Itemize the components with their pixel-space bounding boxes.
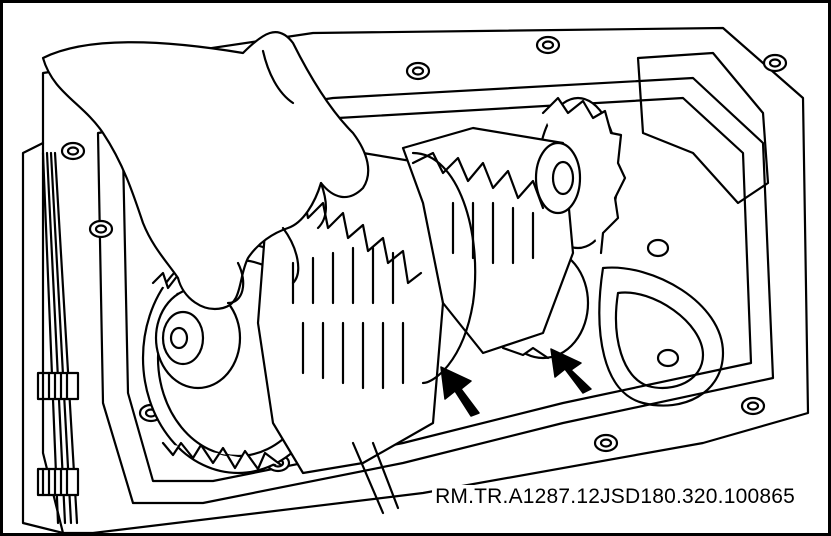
synchro-ring <box>411 151 477 385</box>
left-stud-lower <box>36 467 80 497</box>
reference-code: RM.TR.A1287.12JSD180.320.100865 <box>432 485 798 509</box>
bolt-hole <box>656 348 680 368</box>
housing-bearing-bore <box>598 266 725 407</box>
housing-left-ribs <box>45 151 79 525</box>
housing-left-side <box>21 141 65 533</box>
left-stud-upper <box>36 371 80 401</box>
housing-bearing-inner <box>614 291 705 390</box>
flange-bolt-holes <box>60 35 788 473</box>
mainshaft-gear-third <box>401 126 582 355</box>
transmission-gear-illustration <box>21 26 810 533</box>
mainshaft-rod <box>351 441 400 515</box>
bolt-hole <box>646 238 670 258</box>
hand <box>41 31 370 311</box>
pointer-arrow-icon <box>550 348 592 394</box>
pointer-arrow-icon <box>440 366 480 417</box>
housing-inner-wall <box>96 76 775 505</box>
mainshaft-gear-second <box>256 151 445 475</box>
housing-right-pocket <box>636 51 770 205</box>
hand-finger-lines <box>226 49 327 305</box>
